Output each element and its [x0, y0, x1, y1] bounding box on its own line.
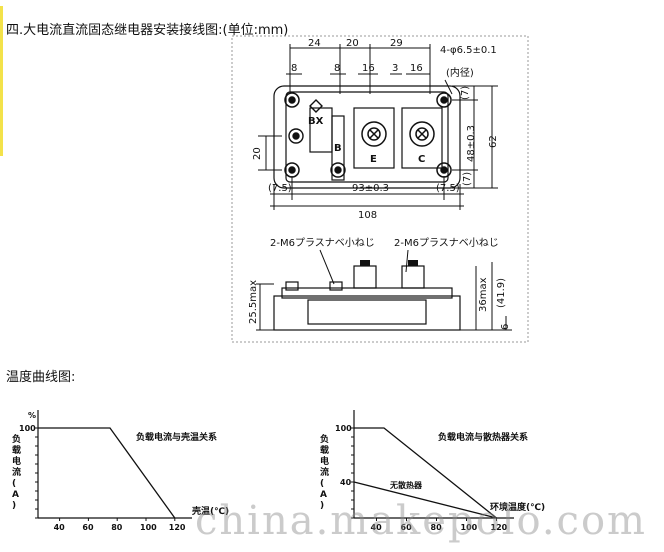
relay-drawing: 24 20 29 8 8 16 3 16 4-φ6.5±0.1 (内径) BX … — [231, 35, 529, 343]
screw-note-right: 2-M6プラスナベ小ねじ — [394, 237, 499, 249]
terminal-c: C — [418, 154, 425, 165]
dim-left-20: 20 — [252, 147, 263, 160]
dim-bottom-93: 93±0.3 — [352, 183, 389, 194]
c2-ylabel-char: 载 — [320, 444, 329, 456]
side-dim-419: (41.9) — [496, 278, 507, 308]
c2-ylabel-char: 电 — [320, 455, 329, 467]
dim-right-7b: (7) — [462, 172, 473, 186]
c2-x-tick-label: 60 — [401, 523, 413, 532]
dim-29: 29 — [390, 38, 403, 49]
c1-x-tick-label: 80 — [111, 523, 123, 532]
c2-y-tick-label: 100 — [335, 424, 352, 433]
side-dim-left: 25.5max — [248, 280, 259, 324]
watermark: china.makepolo.com — [195, 498, 647, 544]
c1-y-tick-label: 100 — [19, 424, 36, 433]
side-dim-6: 6 — [500, 324, 511, 330]
dim-8b: 8 — [334, 63, 340, 74]
dim-right-62: 62 — [488, 135, 499, 148]
dim-16b: 16 — [410, 63, 423, 74]
drawing-frame — [231, 35, 529, 343]
dim-right-7a: (7) — [460, 86, 471, 100]
c1-ylabel-char: 流 — [12, 466, 21, 478]
c1-series-line-0 — [38, 427, 176, 519]
c1-x-tick-label: 100 — [140, 523, 157, 532]
c1-xlabel: 壳温(℃) — [191, 505, 229, 517]
c2-annotation: 无散热器 — [389, 480, 423, 490]
dim-bottom-75b: (7.5) — [436, 183, 460, 194]
hole-note: 4-φ6.5±0.1 — [440, 45, 497, 56]
c1-ylabel-char: ) — [12, 501, 16, 511]
c1-y-unit: % — [28, 411, 36, 420]
c2-x-tick-label: 40 — [371, 523, 383, 532]
c2-title: 负载电流与散热器关系 — [438, 431, 528, 443]
c1-x-tick-label: 40 — [54, 523, 66, 532]
c1-ylabel-char: 负 — [12, 433, 21, 445]
c1-x-tick-label: 60 — [82, 523, 94, 532]
c1-ylabel-char: 载 — [12, 444, 21, 456]
c1-x-tick-label: 120 — [169, 523, 186, 532]
terminal-b: B — [334, 143, 342, 154]
c2-ylabel-char: 流 — [320, 466, 329, 478]
c2-ylabel-char: A — [320, 490, 327, 500]
hole-note-sub: (内径) — [446, 66, 474, 79]
terminal-e: E — [370, 154, 377, 165]
c1-ylabel-char: 电 — [12, 455, 21, 467]
dim-3: 3 — [392, 63, 398, 74]
temp-title: 温度曲线图: — [6, 370, 76, 385]
c2-series-line-0 — [354, 427, 497, 519]
dim-20: 20 — [346, 38, 359, 49]
install-title: 四.大电流直流固态继电器安装接线图:(单位:mm) — [6, 23, 289, 38]
c2-y-tick-label: 40 — [340, 478, 352, 487]
c2-x-tick-label: 100 — [461, 523, 478, 532]
c1-title: 负载电流与壳温关系 — [136, 431, 217, 443]
highlight-bar — [0, 6, 3, 156]
chart-heatsink: 40 60 80 100 120 100 40 负载电流(A) 负载电流与散热器关系环境温度(℃… — [320, 410, 545, 532]
terminal-bx: BX — [308, 116, 324, 127]
c1-ylabel-char: ( — [12, 479, 16, 489]
dim-bottom-75a: (7.5) — [268, 183, 292, 194]
dim-24: 24 — [308, 38, 321, 49]
c2-ylabel-char: 负 — [320, 433, 329, 445]
dim-bottom-108: 108 — [358, 210, 377, 221]
side-dim-36: 36max — [478, 277, 489, 312]
c2-x-tick-label: 80 — [431, 523, 443, 532]
dim-16a: 16 — [362, 63, 375, 74]
c2-x-tick-label: 120 — [491, 523, 508, 532]
screw-note-left: 2-M6プラスナベ小ねじ — [270, 237, 375, 249]
c2-series-line-1 — [353, 481, 497, 519]
dim-8a: 8 — [291, 63, 297, 74]
dim-right-48: 48±0.3 — [466, 125, 477, 162]
c2-ylabel-char: ( — [320, 479, 324, 489]
c2-ylabel-char: ) — [320, 501, 324, 511]
c1-ylabel-char: A — [12, 490, 19, 500]
c2-xlabel: 环境温度(℃) — [490, 501, 545, 513]
